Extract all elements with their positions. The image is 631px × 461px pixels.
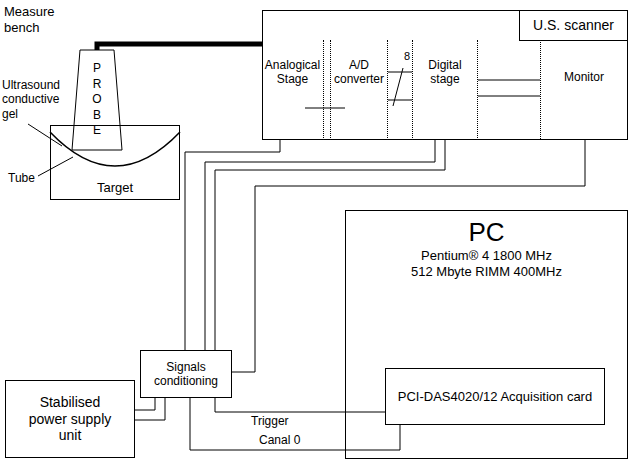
process-box: Signals conditioning [140,350,232,398]
signal-wire [215,398,385,412]
wire-label: Trigger [250,414,290,428]
bus-line [388,100,412,101]
signal-wire [215,140,445,350]
node-title: Digital stage [416,58,474,87]
stage-section: A/D converter [330,40,388,140]
signal-wire [185,140,280,350]
node-title: A/D converter [334,58,384,87]
node-text: Pentium® 4 1800 MHz [421,248,552,264]
label-text: 8 [404,50,410,63]
stage-link [305,108,345,109]
label-text: Measure bench [4,4,66,35]
power-box: Stabilised power supply unit [5,380,135,458]
node-title: Target [97,180,133,196]
label-text: Ultrasound conductive gel [2,78,70,121]
label-text: Tube [8,171,35,185]
pc-box: PCPentium® 4 1800 MHz512 Mbyte RIMM 400M… [345,210,628,459]
bus-slash [393,68,403,106]
signal-wire [205,140,435,350]
node-title: PCI-DAS4020/12 Acquisition card [398,389,592,405]
leader-line [28,124,62,146]
video-line [478,96,540,97]
bus-line [388,72,412,73]
signal-wire [232,139,585,372]
card-box: PCI-DAS4020/12 Acquisition card [385,368,605,425]
stage-section: Digital stage [412,40,478,140]
stage-section: Monitor [540,40,627,139]
stage-section: Analogical Stage [262,40,324,140]
video-line [478,80,540,81]
node-title: Stabilised power supply unit [22,394,118,444]
node-title: Analogical Stage [265,58,320,87]
probe: P R O B E [72,50,122,150]
node-title: P R O B E [91,61,103,139]
probe-cable [97,44,262,50]
signal-wire [190,398,400,450]
node-text: 512 Mbyte RIMM 400MHz [411,264,562,280]
node-title: PC [468,217,504,248]
target-box: Target [50,125,180,200]
leader-line [38,157,73,176]
node-title: Monitor [564,70,604,84]
node-title: Signals conditioning [144,360,228,389]
signal-wire [135,398,155,410]
node-title: U.S. scanner [519,11,627,41]
scanner-box: U.S. scannerAnalogical Stage A/D converte… [262,10,628,140]
signal-wire [135,398,165,420]
wire-label: Canal 0 [258,433,301,447]
